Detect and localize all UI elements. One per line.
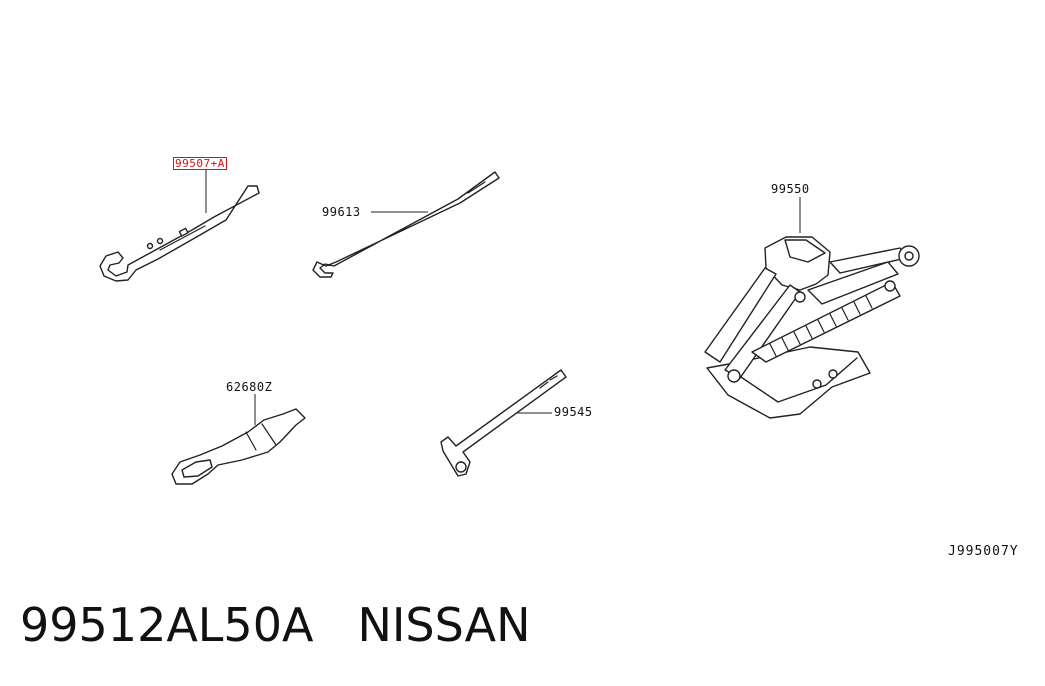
callout-tow-hook[interactable]: 62680Z [226, 380, 273, 394]
callout-hook-rod[interactable]: 99613 [322, 205, 361, 219]
callout-handle[interactable]: 99545 [554, 405, 593, 419]
caption: 99512AL50A NISSAN [20, 598, 531, 652]
hook-rod-drawing [312, 171, 500, 278]
diagram-code: J995007Y [948, 544, 1019, 559]
part-number: 99512AL50A [20, 598, 314, 652]
wrench-drawing [99, 170, 260, 282]
callout-jack[interactable]: 99550 [771, 182, 810, 196]
tow-hook-drawing [171, 394, 306, 485]
callout-wrench[interactable]: 99507+A [173, 157, 227, 170]
brand-name: NISSAN [357, 598, 531, 652]
handle-drawing [440, 369, 567, 477]
jack-drawing [704, 197, 920, 419]
